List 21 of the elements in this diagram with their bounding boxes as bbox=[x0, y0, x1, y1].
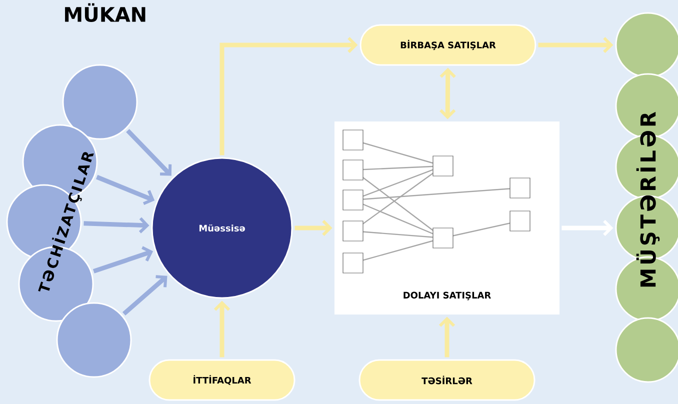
customer-label: MÜŞTƏRİLƏR bbox=[636, 112, 660, 287]
arrow bbox=[538, 36, 614, 54]
arrow bbox=[126, 129, 172, 176]
arrow bbox=[214, 300, 230, 358]
arrow bbox=[96, 174, 155, 205]
supplier-circle bbox=[62, 64, 138, 140]
arrow bbox=[562, 220, 614, 236]
channel-box: TƏSİRLƏR bbox=[358, 359, 536, 401]
arrow bbox=[438, 316, 456, 358]
arrow bbox=[440, 68, 456, 120]
arrow bbox=[122, 275, 168, 316]
customer-circle bbox=[615, 317, 678, 383]
customer-circle bbox=[615, 12, 678, 78]
arrow bbox=[92, 246, 154, 274]
arrow bbox=[294, 220, 332, 236]
title: MÜKAN bbox=[65, 3, 146, 22]
supplier-circle bbox=[56, 302, 132, 378]
arrow bbox=[220, 36, 358, 156]
channel-box: İTTİFAQLAR bbox=[148, 359, 296, 401]
arrow bbox=[84, 217, 150, 234]
channel-box: BİRBAŞA SATIŞLAR bbox=[360, 24, 536, 66]
